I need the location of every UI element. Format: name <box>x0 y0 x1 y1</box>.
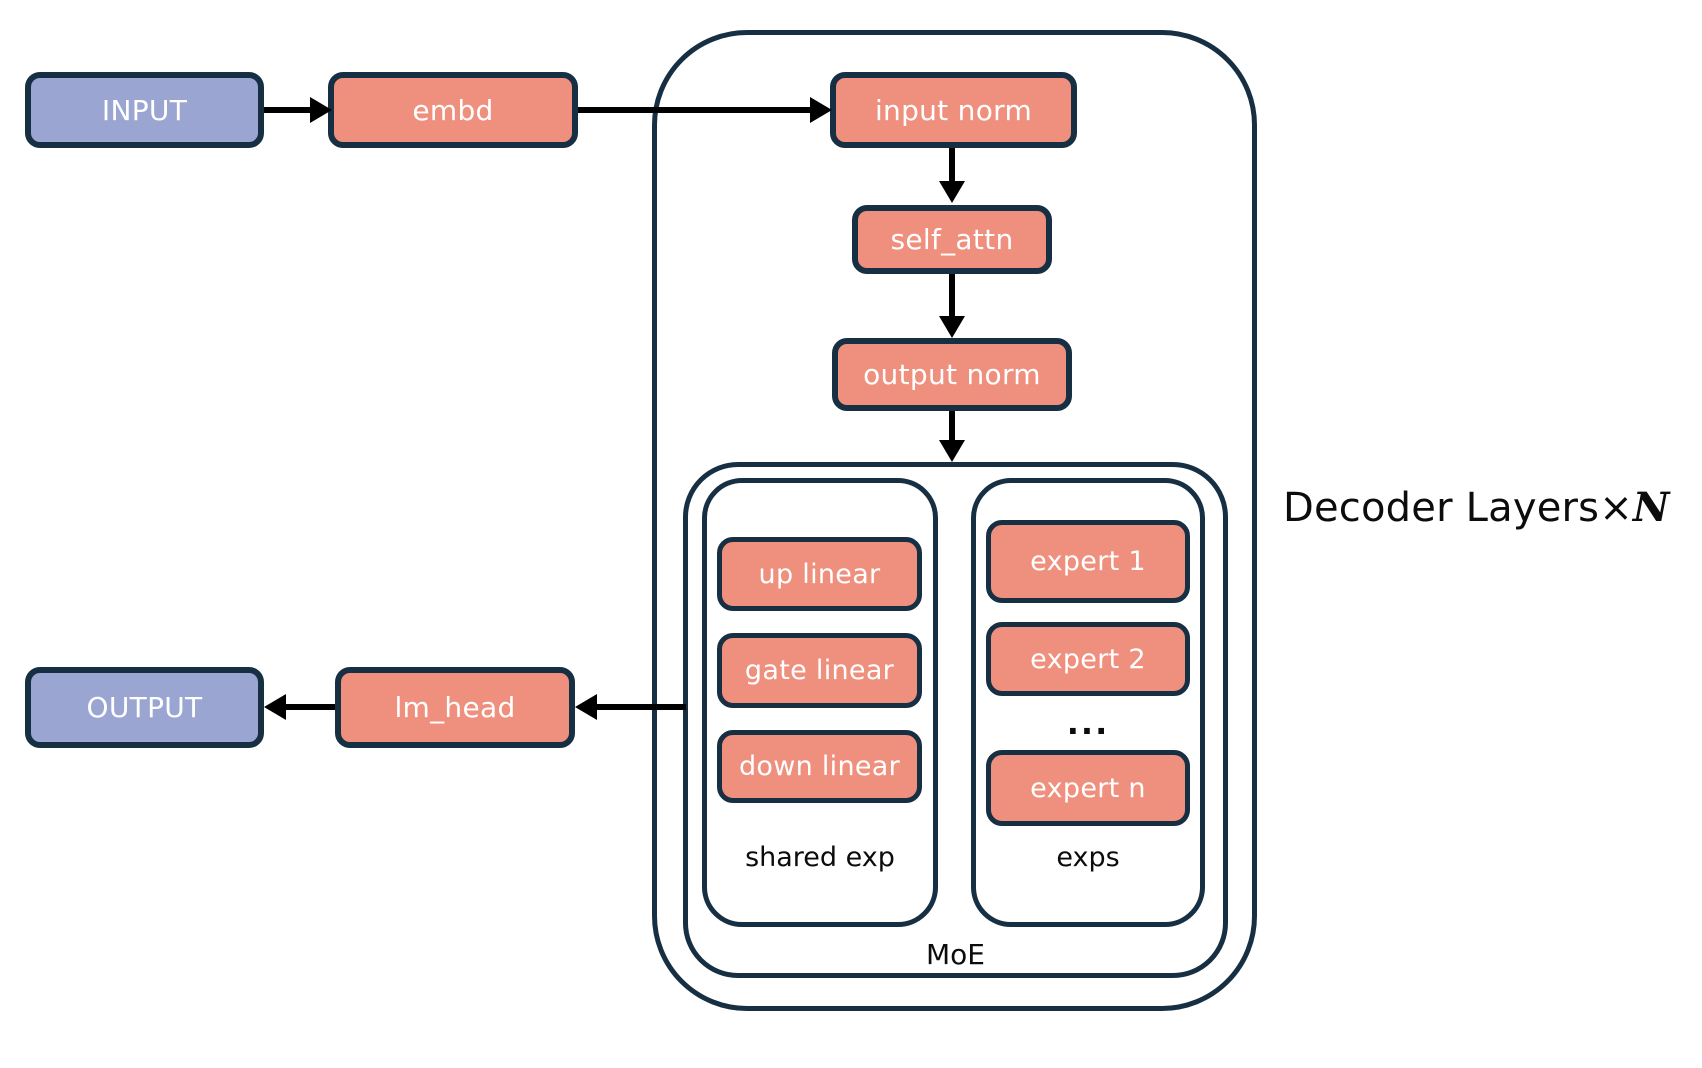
down-linear-block: down linear <box>717 730 922 803</box>
output-node: OUTPUT <box>25 667 264 748</box>
decoder-layers-container <box>652 30 1257 1011</box>
arrow-input-to-embd-line <box>264 107 310 113</box>
experts-container <box>971 478 1205 927</box>
moe-container <box>683 462 1228 978</box>
lm-head-block: lm_head <box>335 667 575 748</box>
output-norm-block: output norm <box>832 338 1072 411</box>
exps-caption: exps <box>1056 842 1120 873</box>
decoder-layers-n: N <box>1632 484 1670 531</box>
arrow-embd-to-input-norm-head <box>810 97 832 123</box>
arrow-output-norm-to-moe-head <box>939 440 965 462</box>
expert-n-block: expert n <box>986 750 1190 826</box>
expert-2-block: expert 2 <box>986 622 1190 696</box>
gate-linear-block: gate linear <box>717 633 922 708</box>
shared-exp-caption: shared exp <box>745 842 895 873</box>
arrow-output-norm-to-moe-line <box>949 411 955 442</box>
arrow-embd-to-input-norm-line <box>578 107 810 113</box>
arrow-self-attn-to-output-norm-head <box>939 316 965 338</box>
arrow-input-norm-to-self-attn-head <box>939 181 965 203</box>
arrow-lm-head-to-output-line <box>286 704 335 710</box>
embd-block: embd <box>328 72 578 148</box>
arrow-lm-head-to-output-head <box>264 694 286 720</box>
input-norm-block: input norm <box>830 72 1077 148</box>
arrow-moe-to-lm-head-line <box>595 704 686 710</box>
moe-caption: MoE <box>926 938 985 971</box>
arrow-self-attn-to-output-norm-line <box>949 274 955 318</box>
decoder-layers-label-text: Decoder Layers× <box>1283 485 1633 531</box>
experts-ellipsis: ... <box>1066 704 1110 742</box>
input-node: INPUT <box>25 72 264 148</box>
arrow-input-to-embd-head <box>310 97 332 123</box>
up-linear-block: up linear <box>717 537 922 611</box>
shared-expert-container <box>702 478 938 927</box>
expert-1-block: expert 1 <box>986 520 1190 603</box>
self-attn-block: self_attn <box>852 205 1052 274</box>
arrow-moe-to-lm-head-head <box>575 694 597 720</box>
arrow-input-norm-to-self-attn-line <box>949 148 955 183</box>
decoder-layers-label: Decoder Layers×N <box>1283 484 1670 531</box>
